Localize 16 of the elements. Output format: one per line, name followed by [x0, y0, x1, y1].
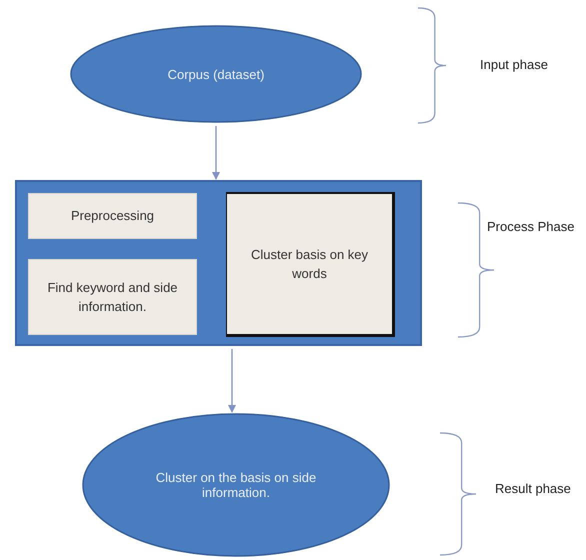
- arrow: [212, 126, 220, 180]
- ellipse-node: [82, 413, 390, 557]
- node-text: Corpus (dataset): [168, 66, 264, 82]
- phase-label: Input phase: [480, 57, 548, 72]
- phase-label: Process Phase: [487, 219, 574, 234]
- ellipse-node: [70, 25, 362, 123]
- node-text: Cluster basis on key words: [250, 246, 370, 283]
- phase-label: Result phase: [495, 481, 571, 496]
- process-box: [28, 259, 197, 335]
- process-box: [28, 193, 197, 239]
- arrow: [228, 349, 236, 413]
- process-panel: [15, 180, 422, 346]
- process-box: [226, 192, 395, 337]
- node-text: Preprocessing: [70, 207, 154, 226]
- node-text: Find keyword and side information.: [46, 278, 179, 316]
- node-text: Cluster on the basis on side information.: [154, 470, 318, 500]
